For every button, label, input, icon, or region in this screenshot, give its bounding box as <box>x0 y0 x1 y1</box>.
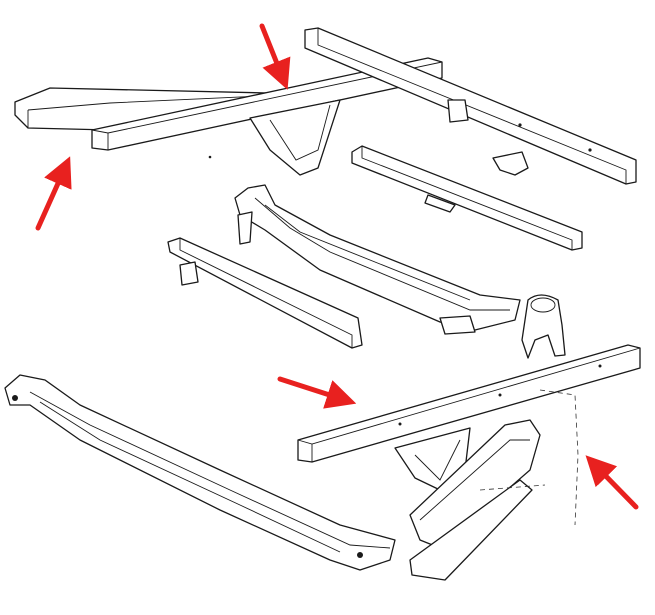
top-right-side-rail <box>304 27 637 185</box>
reference-line <box>479 484 546 491</box>
arrow-icon <box>277 376 357 409</box>
arrow-icon <box>585 455 639 510</box>
small-bracket <box>492 151 529 176</box>
central-crossmember <box>234 184 521 335</box>
left-middle-rail <box>167 237 363 349</box>
middle-right-rail <box>351 145 583 251</box>
bottom-front-beam <box>4 374 396 571</box>
arrow-icon <box>259 23 291 90</box>
arrow-icon <box>35 156 72 231</box>
lower-right-rail <box>409 419 541 581</box>
engine-mount <box>521 294 566 359</box>
bottom-crossbeam <box>297 344 641 463</box>
top-crossbeam <box>91 57 443 176</box>
reference-line <box>539 389 579 526</box>
